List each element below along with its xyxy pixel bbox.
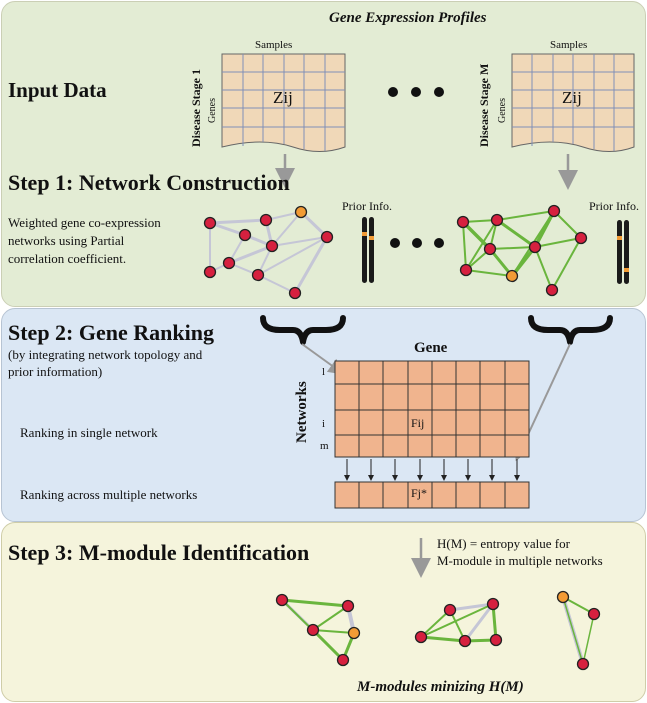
step1-desc-2: networks using Partial: [8, 233, 125, 248]
brace-left-icon: [260, 315, 346, 345]
ranking-panel: [1, 308, 646, 522]
matrix-right-samples: Samples: [550, 39, 588, 51]
aggregated-row: [334, 481, 530, 509]
prior-info-right: Prior Info.: [589, 199, 639, 213]
rank-cell-label: Fij: [411, 416, 425, 430]
module-1: [275, 593, 361, 667]
row-label-m: m: [320, 440, 329, 452]
step3-title: Step 3: M-module Identification: [8, 540, 310, 565]
entropy-line-2: M-module in multiple networks: [437, 553, 603, 568]
networks-label: Networks: [294, 381, 310, 443]
gene-label: Gene: [414, 340, 448, 356]
matrix-left: [221, 53, 346, 152]
chromosome-left-icon: [362, 217, 374, 283]
column-arrows: [344, 459, 520, 481]
modules-footer: M-modules minizing H(M): [357, 679, 524, 695]
matrix-left-stage: Disease Stage 1: [189, 69, 203, 147]
matrix-left-genes: Genes: [207, 98, 218, 123]
agg-cell-label: Fj*: [411, 486, 428, 500]
entropy-line-1: H(M) = entropy value for: [437, 536, 570, 551]
arrow-brace-left: [301, 343, 345, 375]
step2-title: Step 2: Gene Ranking: [8, 320, 214, 345]
single-network-label: Ranking in single network: [20, 425, 158, 440]
step2-subtitle-1: (by integrating network topology and: [8, 347, 203, 362]
ranking-matrix: [334, 360, 530, 458]
matrix-right-cell: Zij: [562, 88, 582, 107]
row-label-i: i: [322, 418, 326, 430]
step1-title: Step 1: Network Construction: [8, 170, 290, 195]
matrix-left-cell: Zij: [273, 88, 293, 107]
matrix-right-stage: Disease Stage M: [477, 63, 491, 147]
ellipsis-mid: [390, 238, 444, 248]
step1-desc-3: correlation coefficient.: [8, 251, 127, 266]
module-2: [414, 597, 503, 648]
module-3: [556, 590, 601, 671]
profiles-title: Gene Expression Profiles: [329, 10, 487, 26]
matrix-right: [511, 53, 635, 152]
multiple-networks-label: Ranking across multiple networks: [20, 487, 198, 502]
matrix-right-genes: Genes: [497, 98, 508, 123]
input-data-title: Input Data: [8, 78, 107, 102]
step1-desc-1: Weighted gene co-expression: [8, 215, 161, 230]
chromosome-right-icon: [617, 220, 629, 284]
module-panel: [1, 522, 646, 702]
ellipsis-top: [388, 87, 444, 97]
step2-subtitle-2: prior information): [8, 364, 103, 379]
network-right: [456, 204, 588, 297]
brace-right-icon: [528, 315, 613, 345]
matrix-left-samples: Samples: [255, 39, 293, 51]
prior-info-left: Prior Info.: [342, 199, 392, 213]
row-label-l: l: [322, 366, 326, 378]
network-left: [203, 205, 334, 300]
